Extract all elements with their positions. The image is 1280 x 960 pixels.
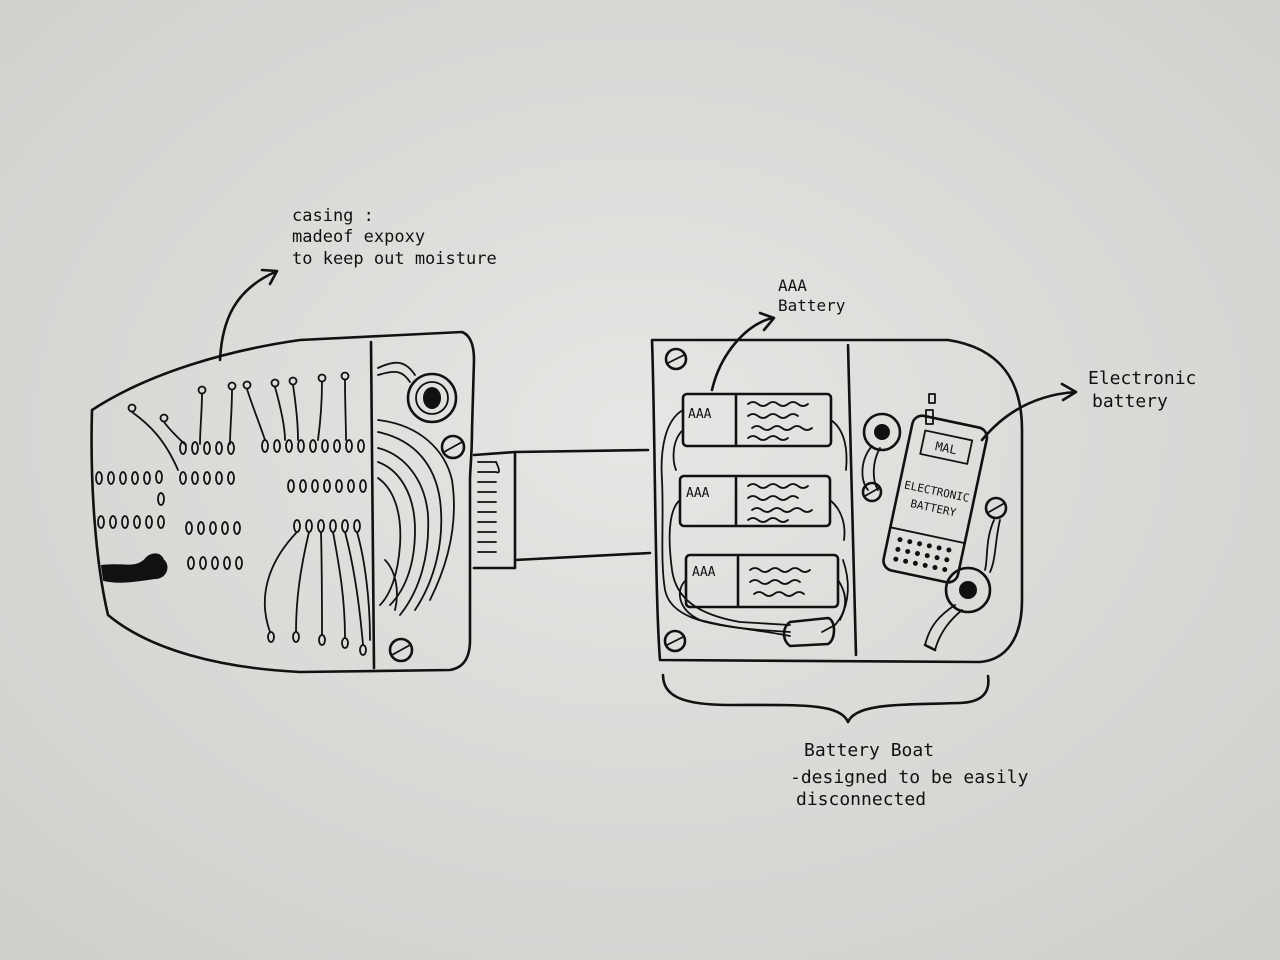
boat-wiring xyxy=(660,409,849,637)
connector-port xyxy=(406,372,458,424)
battery-boat-note-line2: -designed to be easily xyxy=(790,766,1029,788)
ribbon-connector xyxy=(472,448,652,570)
battery-boat-module: AAA AAA AAA xyxy=(650,338,1024,664)
ribbon-contacts xyxy=(477,461,500,553)
aaa-cell-3-label: AAA xyxy=(692,565,716,580)
battery-boat-note-line1: Battery Boat xyxy=(804,740,935,761)
aaa-battery-arrow xyxy=(710,311,776,392)
screw-lower xyxy=(388,637,414,663)
casing-note-line2: to keep out moisture xyxy=(292,248,497,269)
aaa-battery-note-line2: Battery xyxy=(778,296,846,315)
casing-note-title: casing : xyxy=(292,206,374,226)
boat-plug xyxy=(782,616,836,648)
boat-screw-top xyxy=(664,347,688,371)
casing-arrow xyxy=(218,268,279,362)
screw-upper xyxy=(440,434,466,460)
indicator-top xyxy=(928,393,936,404)
component-blob xyxy=(100,553,168,583)
boat-divider xyxy=(846,343,858,657)
aaa-battery-note-line1: AAA xyxy=(778,276,807,295)
battery-dot-grid xyxy=(893,537,952,573)
electronic-battery-note-line1: Electronic xyxy=(1088,368,1197,389)
aaa-cell-2-label: AAA xyxy=(686,486,710,501)
aaa-battery-note: AAA Battery xyxy=(778,276,845,316)
circuit-traces xyxy=(127,371,371,646)
casing-note: casing : madeof expoxy to keep out moist… xyxy=(292,206,497,270)
pad-row-mid-4 xyxy=(187,556,243,570)
pad-row-mid-1 xyxy=(179,439,365,455)
pad-row-left-1 xyxy=(95,470,163,485)
casing-outline xyxy=(90,330,476,674)
pad-row-left-2 xyxy=(97,515,165,529)
module-wiring xyxy=(377,361,455,616)
circuit-module xyxy=(90,330,476,674)
aaa-cell-1-label: AAA xyxy=(688,407,712,422)
casing-divider xyxy=(369,340,376,670)
terminal-upper xyxy=(861,412,902,503)
battery-boat-brace xyxy=(661,673,990,724)
terminal-lower xyxy=(923,496,1008,652)
electronic-battery-note-line2: battery xyxy=(1092,390,1168,412)
casing-note-line1: madeof expoxy xyxy=(292,227,426,248)
electronic-battery-top-label: MAL xyxy=(934,439,958,457)
boat-outline xyxy=(650,338,1024,664)
electronic-battery-arrow xyxy=(980,382,1078,442)
pad-row-mid-2 xyxy=(179,471,367,493)
boat-screw-bottom xyxy=(663,629,687,653)
battery-boat-note: Battery Boat -designed to be easily disc… xyxy=(790,740,1028,812)
solder-pads xyxy=(95,439,367,656)
electronic-battery-note: Electronic battery xyxy=(1088,368,1196,413)
battery-boat-note-line3: disconnected xyxy=(796,789,927,810)
